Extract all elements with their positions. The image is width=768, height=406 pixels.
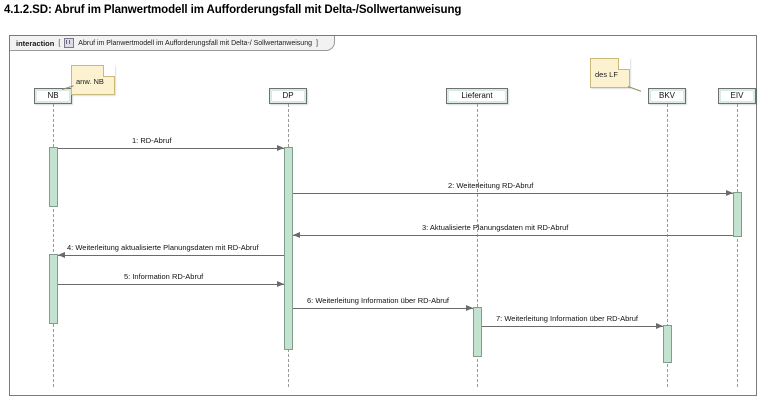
lifeline-inner-bkv (651, 91, 683, 101)
activation-nb-1 (49, 147, 58, 207)
activation-nb-2 (49, 254, 58, 324)
note-des-lf[interactable]: des LF (590, 58, 630, 88)
frame-bracket-open: [ (58, 39, 61, 47)
lifeline-header-eiv[interactable]: EIV (718, 88, 756, 104)
lifeline-inner-dp (272, 91, 304, 101)
lifeline-header-nb[interactable]: NB (34, 88, 72, 104)
message-line-7 (482, 326, 663, 327)
message-label-3: 3: Aktualisierte Planungsdaten mit RD-Ab… (422, 223, 569, 232)
interaction-frame: interaction [ Abruf im Planwertmodell im… (9, 35, 757, 396)
message-label-5: 5: Information RD-Abruf (124, 272, 204, 281)
note-fold-corner-icon (103, 65, 115, 77)
lifeline-label-eiv: EIV (730, 91, 744, 100)
activation-lieferant-1 (473, 307, 482, 357)
lifeline-label-lieferant: Lieferant (461, 91, 493, 100)
message-arrow-2 (726, 189, 733, 196)
message-line-2 (293, 193, 733, 194)
lifeline-dash-bkv (667, 104, 668, 387)
lifeline-dash-eiv (737, 104, 738, 387)
message-line-5 (58, 284, 284, 285)
lifeline-header-dp[interactable]: DP (269, 88, 307, 104)
activation-eiv-1 (733, 192, 742, 237)
lifeline-inner-nb (37, 91, 69, 101)
activation-bkv-1 (663, 325, 672, 363)
note-text-anw-nb: anw. NB (76, 77, 104, 86)
lifeline-inner-lieferant (449, 91, 505, 101)
interaction-icon (64, 38, 75, 48)
message-label-6: 6: Weiterleitung Information über RD-Abr… (307, 296, 450, 305)
message-label-7: 7: Weiterleitung Information über RD-Abr… (496, 314, 639, 323)
message-arrow-3 (293, 231, 300, 238)
message-label-4: 4: Weiterleitung aktualisierte Planungsd… (67, 243, 259, 252)
message-arrow-7 (656, 322, 663, 329)
note-fold-corner-icon-2 (618, 58, 630, 70)
lifeline-label-dp: DP (282, 91, 294, 100)
frame-keyword: interaction (16, 38, 55, 48)
interaction-frame-label: interaction [ Abruf im Planwertmodell im… (10, 36, 335, 51)
message-line-4 (58, 255, 284, 256)
frame-name: Abruf im Planwertmodell im Aufforderungs… (78, 39, 312, 47)
frame-bracket-close: ] (316, 39, 318, 47)
lifeline-header-lieferant[interactable]: Lieferant (446, 88, 508, 104)
lifeline-label-bkv: BKV (658, 91, 675, 100)
lifeline-label-nb: NB (47, 91, 59, 100)
lifeline-dash-lieferant (477, 104, 478, 387)
note-anchor-bkv (627, 86, 642, 92)
message-arrow-5 (277, 280, 284, 287)
activation-dp-1 (284, 147, 293, 350)
message-arrow-6 (466, 304, 473, 311)
message-label-2: 2: Weiterleitung RD-Abruf (448, 181, 534, 190)
message-arrow-4 (58, 251, 65, 258)
note-anw-nb[interactable]: anw. NB (71, 65, 115, 95)
message-arrow-1 (277, 144, 284, 151)
message-label-1: 1: RD-Abruf (132, 136, 172, 145)
message-line-6 (293, 308, 473, 309)
lifeline-inner-eiv (721, 91, 753, 101)
note-text-des-lf: des LF (595, 70, 618, 79)
page-title: 4.1.2.SD: Abruf im Planwertmodell im Auf… (4, 4, 462, 16)
message-line-3 (293, 235, 733, 236)
lifeline-header-bkv[interactable]: BKV (648, 88, 686, 104)
message-line-1 (58, 148, 284, 149)
lifeline-dash-nb (53, 104, 54, 387)
